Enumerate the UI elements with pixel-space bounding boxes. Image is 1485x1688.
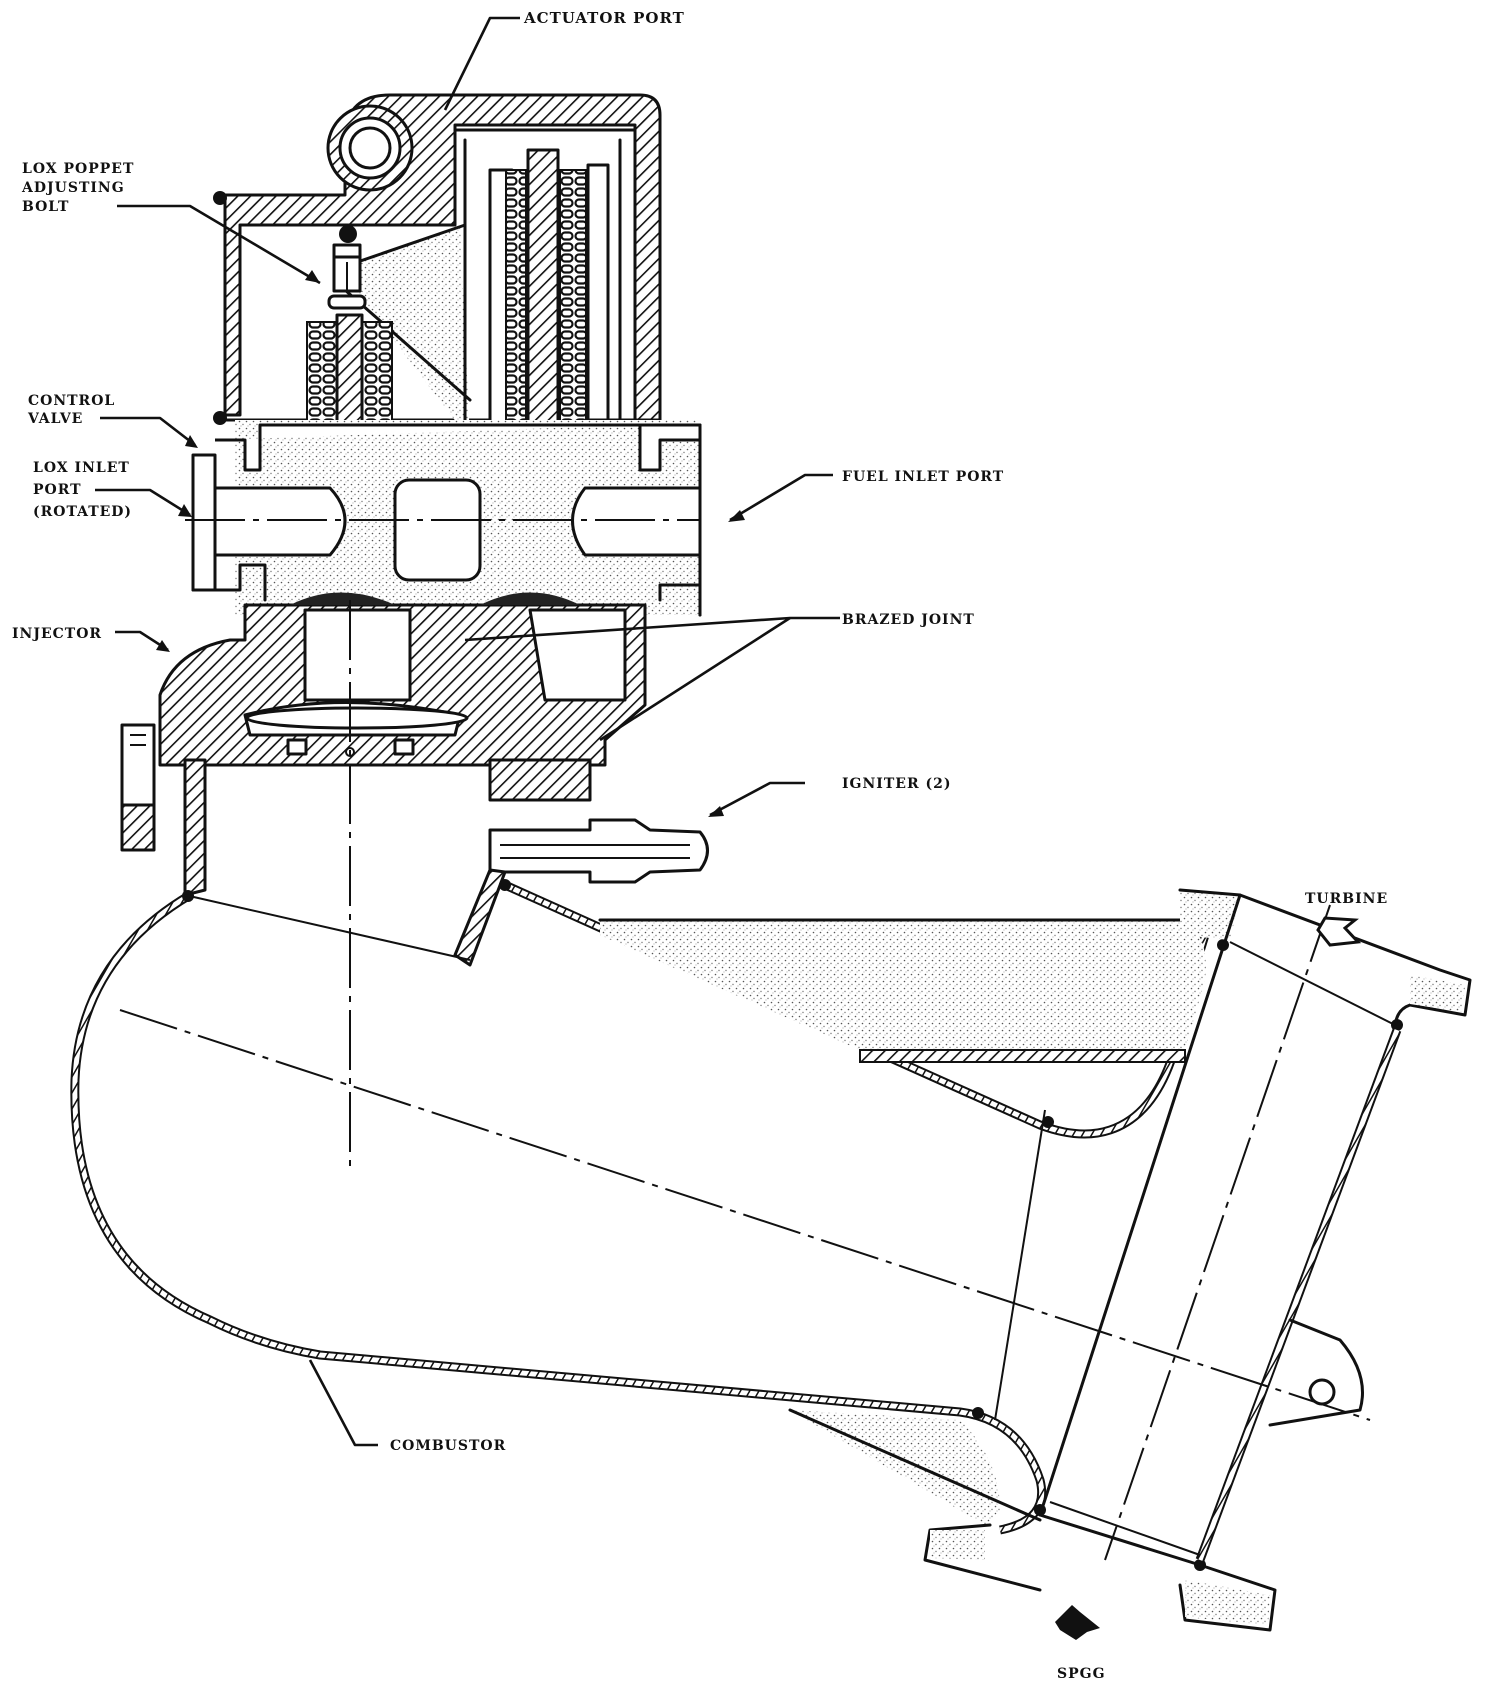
turbine-manifold	[923, 888, 1472, 1632]
leader-lines	[95, 16, 840, 1447]
label-fuel-inlet-port: FUEL INLET PORT	[842, 469, 1004, 485]
label-lox-poppet-1: LOX POPPET	[22, 161, 134, 177]
control-valve-body	[191, 420, 702, 617]
label-lox-poppet-3: BOLT	[22, 199, 69, 215]
label-lox-inlet-3: (ROTATED)	[33, 504, 132, 520]
label-igniter: IGNITER (2)	[842, 776, 951, 792]
label-brazed-joint: BRAZED JOINT	[842, 612, 975, 628]
label-lox-inlet-1: LOX INLET	[33, 460, 130, 476]
lox-poppet-adjusting-bolt	[327, 225, 367, 310]
label-combustor: COMBUSTOR	[390, 1438, 506, 1454]
label-control-valve-1: CONTROL	[28, 393, 115, 409]
support-bracket	[598, 918, 1206, 1525]
label-injector: INJECTOR	[12, 626, 102, 642]
label-control-valve-2: VALVE	[27, 411, 83, 427]
label-lox-poppet-2: ADJUSTING	[21, 180, 125, 196]
label-actuator-port: ACTUATOR PORT	[523, 9, 685, 27]
labels: ACTUATOR PORT LOX POPPET ADJUSTING BOLT …	[12, 9, 1388, 1682]
turbine-flow-arrow-icon	[1316, 916, 1362, 947]
combustor	[70, 758, 1403, 1571]
igniter	[488, 758, 709, 884]
centerlines	[119, 519, 1371, 1561]
spgg-flow-arrow-icon	[1055, 1605, 1100, 1640]
label-spgg: SPGG	[1057, 1666, 1106, 1682]
label-lox-inlet-2: PORT	[33, 482, 82, 498]
injector	[120, 592, 647, 852]
label-turbine: TURBINE	[1305, 891, 1388, 907]
